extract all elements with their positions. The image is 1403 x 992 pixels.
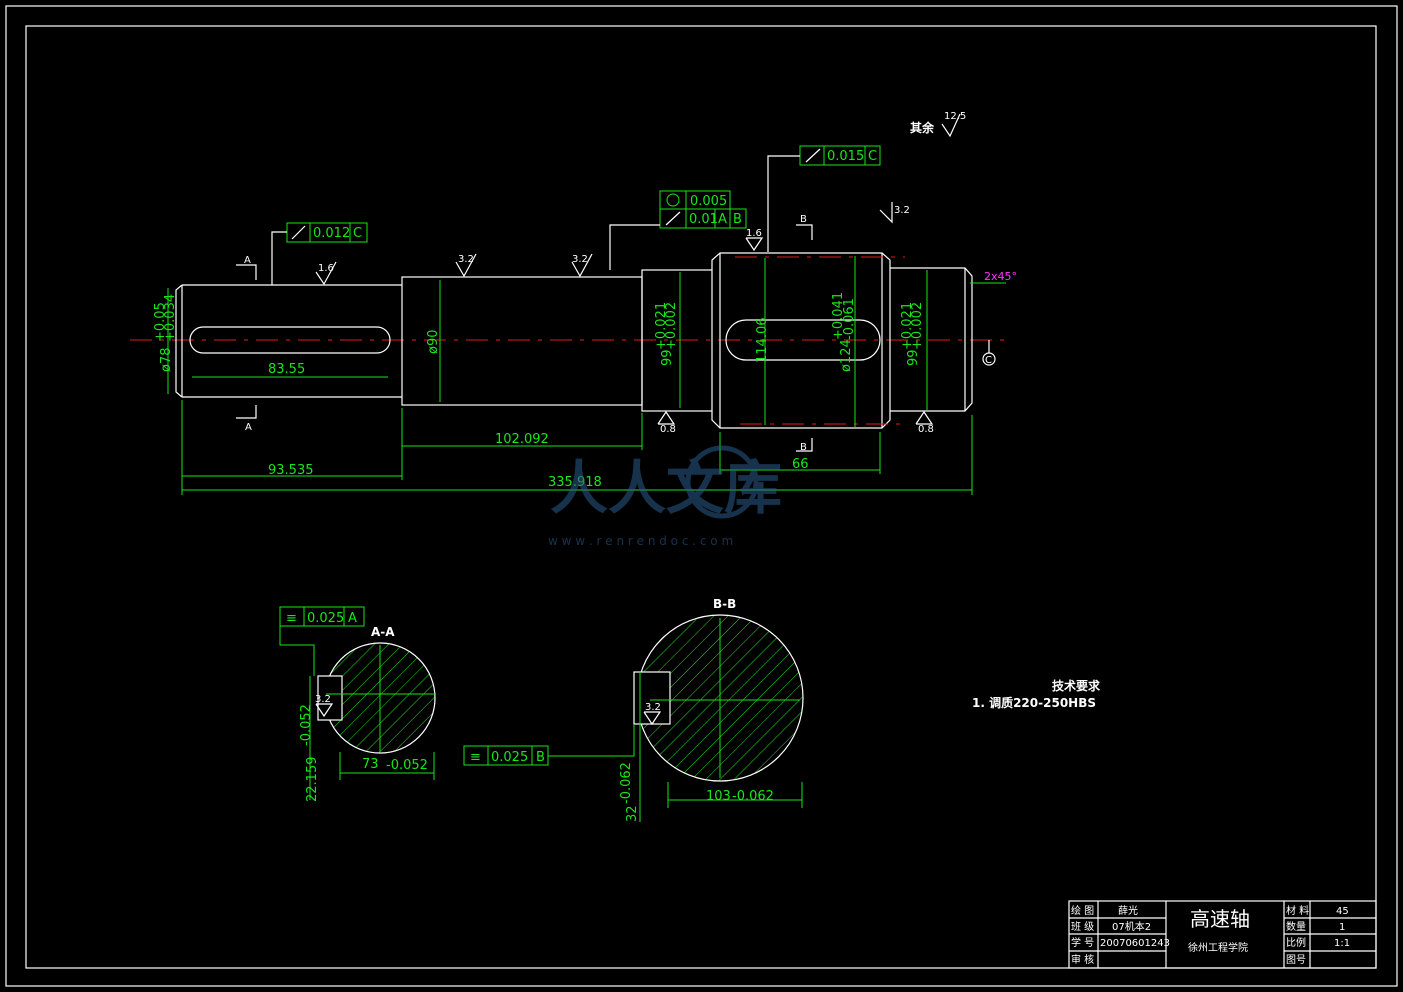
svg-text:3.2: 3.2: [458, 254, 474, 265]
svg-text:A: A: [718, 212, 727, 227]
section-markers: A A B B C: [236, 214, 996, 453]
svg-text:-0.062: -0.062: [619, 762, 634, 804]
svg-text:3.2: 3.2: [894, 205, 910, 216]
shaft-outline: [175, 252, 973, 429]
runout-frame-b: 0.01 A B: [609, 208, 747, 270]
svg-text:+0.021: +0.021: [654, 302, 669, 350]
tech-item-1: 1. 调质220-250HBS: [972, 695, 1096, 710]
svg-text:3.2: 3.2: [645, 702, 661, 713]
svg-text:图号: 图号: [1286, 954, 1306, 966]
svg-text:A: A: [244, 255, 251, 266]
svg-text:103: 103: [706, 789, 731, 804]
roughness-symbols: 1.6 3.2 3.2 3.2 1.6 0.8 0.8 其余 12.5: [315, 111, 966, 435]
len-93: 93.535: [268, 463, 314, 478]
svg-text:1.6: 1.6: [746, 228, 762, 239]
svg-text:B: B: [800, 214, 807, 225]
inner-border: [25, 25, 1377, 969]
d99b-dimension: 99 +0.021 +0.002: [900, 302, 925, 366]
svg-text:0.025: 0.025: [491, 750, 528, 765]
svg-text:数量: 数量: [1286, 920, 1306, 933]
total-length: 335.918: [548, 475, 602, 490]
runout-frame-a: 0.012 C: [271, 222, 368, 285]
svg-text:薛光: 薛光: [1118, 904, 1138, 917]
svg-text:高速轴: 高速轴: [1190, 907, 1250, 931]
svg-text:12.5: 12.5: [944, 111, 966, 122]
tech-title: 技术要求: [1052, 678, 1101, 693]
svg-text:0.012: 0.012: [313, 226, 350, 241]
svg-text:班 级: 班 级: [1071, 921, 1094, 933]
svg-text:人人文库: 人人文库: [550, 454, 782, 522]
runout-frame-c: 0.015 C: [767, 145, 881, 252]
svg-text:+0.002: +0.002: [910, 302, 925, 350]
svg-text:3.2: 3.2: [572, 254, 588, 265]
svg-text:+0.05: +0.05: [153, 302, 168, 342]
svg-text:≡: ≡: [286, 611, 297, 626]
chamfer-label: 2x45°: [984, 270, 1017, 283]
svg-text:32: 32: [625, 805, 640, 822]
svg-text:99: 99: [906, 349, 921, 366]
watermark: 人人文库 w w w . r e n r e n d o c . c o m: [548, 445, 782, 548]
len-66: 66: [792, 457, 809, 472]
svg-text:20070601243: 20070601243: [1100, 938, 1170, 949]
svg-text:3.2: 3.2: [315, 694, 331, 705]
svg-text:0.025: 0.025: [307, 611, 344, 626]
svg-text:0.015: 0.015: [827, 149, 864, 164]
svg-text:材 料: 材 料: [1286, 904, 1309, 917]
section-aa: A-A ≡ 0.025 A 3.2 73 -0.052 22.159 -0.05…: [279, 606, 436, 803]
svg-text:B: B: [733, 212, 742, 227]
svg-text:99: 99: [660, 349, 675, 366]
d114-dimension: 114.06: [755, 318, 770, 364]
d99a-dimension: 99 +0.021 +0.002: [654, 302, 679, 366]
svg-text:1:1: 1:1: [1334, 938, 1350, 949]
svg-text:+0.021: +0.021: [900, 302, 915, 350]
svg-text:-0.052: -0.052: [299, 704, 314, 746]
svg-text:ø78: ø78: [159, 348, 174, 373]
svg-text:+0.041: +0.041: [831, 292, 846, 340]
svg-text:学 号: 学 号: [1071, 936, 1094, 949]
svg-text:徐州工程学院: 徐州工程学院: [1188, 941, 1248, 954]
svg-text:A: A: [245, 422, 252, 433]
outer-border: [5, 5, 1398, 987]
svg-text:-0.062: -0.062: [732, 789, 774, 804]
svg-text:1.6: 1.6: [318, 263, 334, 274]
svg-text:A: A: [348, 611, 357, 626]
svg-text:0.01: 0.01: [689, 212, 718, 227]
svg-text:w w w . r e n r e n d o c . c: w w w . r e n r e n d o c . c o m: [548, 534, 733, 548]
svg-text:其余: 其余: [910, 120, 935, 135]
roundness-frame: 0.005: [659, 190, 731, 210]
svg-text:-0.061: -0.061: [842, 298, 857, 340]
svg-text:C: C: [985, 355, 992, 366]
svg-text:0.8: 0.8: [918, 424, 934, 435]
title-block: 绘 图 薛光 班 级 07机本2 学 号 20070601243 审 核 高速轴…: [1068, 900, 1377, 969]
svg-text:73: 73: [362, 757, 379, 772]
svg-text:0.005: 0.005: [690, 194, 727, 209]
svg-text:+0.002: +0.002: [664, 302, 679, 350]
svg-text:07机本2: 07机本2: [1112, 920, 1151, 933]
svg-text:A-A: A-A: [371, 625, 395, 639]
svg-text:0.8: 0.8: [660, 424, 676, 435]
d90-dimension: ø90: [426, 330, 441, 355]
d124-dimension: ø124 +0.041 -0.061: [831, 292, 857, 372]
section-bb: B-B ≡ 0.025 B 3.2 103 -0.062 32 -0.062: [463, 597, 804, 822]
svg-text:+0.034: +0.034: [163, 294, 178, 342]
svg-text:≡: ≡: [470, 750, 481, 765]
svg-text:绘 图: 绘 图: [1071, 904, 1094, 917]
svg-text:B-B: B-B: [713, 597, 736, 611]
svg-text:22.159: 22.159: [305, 757, 320, 803]
svg-text:ø124: ø124: [839, 339, 854, 372]
svg-text:C: C: [353, 226, 362, 241]
svg-text:审 核: 审 核: [1071, 953, 1094, 966]
d78-dimension: ø78 +0.05 +0.034: [153, 294, 178, 372]
len-102: 102.092: [495, 432, 549, 447]
svg-text:比例: 比例: [1286, 936, 1306, 949]
svg-text:C: C: [868, 149, 877, 164]
svg-text:45: 45: [1336, 906, 1349, 917]
dimension-lines: [167, 256, 973, 495]
svg-text:1: 1: [1339, 922, 1345, 933]
svg-text:-0.052: -0.052: [386, 758, 428, 773]
svg-text:B: B: [536, 750, 545, 765]
key1-length: 83.55: [268, 362, 305, 377]
svg-text:B: B: [800, 442, 807, 453]
